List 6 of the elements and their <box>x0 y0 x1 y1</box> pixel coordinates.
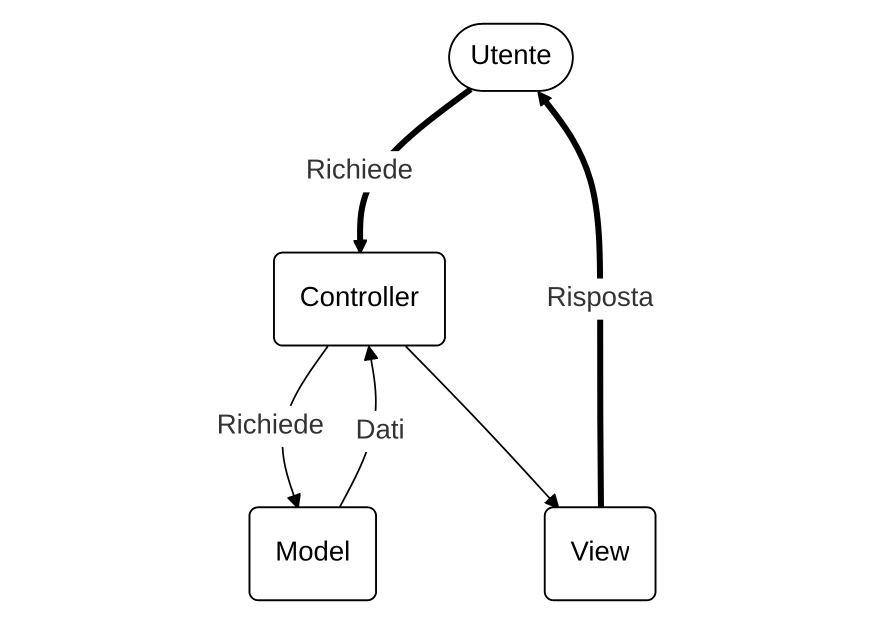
edge-label: Risposta <box>546 284 654 313</box>
edge-label: Dati <box>356 416 405 446</box>
edge-label: Richiede <box>217 410 324 440</box>
arrow <box>406 346 560 509</box>
arrow <box>538 91 604 508</box>
edge-label: Richiede <box>306 156 414 186</box>
